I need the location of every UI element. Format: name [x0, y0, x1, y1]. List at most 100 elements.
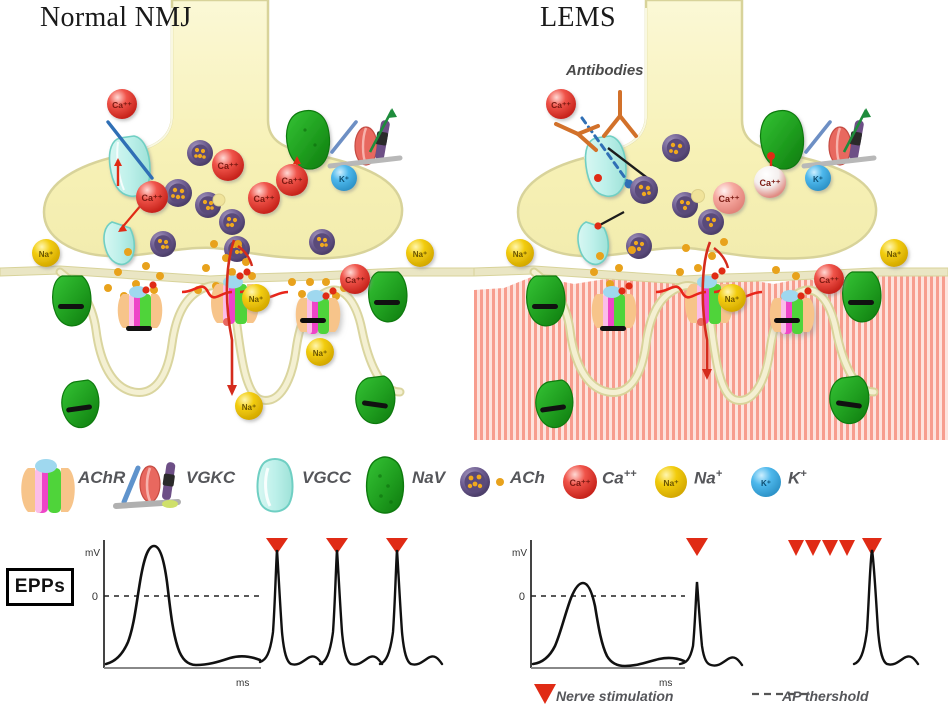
- achr-receptor-normal-1: [117, 281, 163, 331]
- legend-label-calcium-text: Ca: [602, 468, 624, 488]
- stimulus-markers-normal-train: [266, 538, 408, 554]
- achr-receptor-lems-2: [655, 241, 763, 380]
- epp-waveform-normal-3: [378, 549, 444, 666]
- legend-label-nerve-stimulation: Nerve stimulation: [556, 688, 674, 704]
- potassium-ion-normal: K⁺: [331, 165, 357, 191]
- svg-text:Na⁺: Na⁺: [887, 250, 901, 259]
- sodium-ion-lems-2: Na⁺: [880, 239, 908, 267]
- achr-receptor-lems-1: [591, 282, 637, 331]
- x-axis-label-normal-single: ms: [236, 678, 249, 689]
- nav-channel-muscle-lems-3: [842, 271, 882, 323]
- panel-title-normal: Normal NMJ: [40, 2, 192, 33]
- y-axis-label-lems-single: mV: [512, 548, 527, 559]
- epp-traces-section: EPPs mV 0 ms mV 0 ms: [0, 520, 948, 713]
- panel-normal-nmj: Normal NMJ Ca⁺⁺: [0, 0, 475, 440]
- epp-waveform-normal-2: [318, 549, 384, 666]
- svg-text:Ca⁺⁺: Ca⁺⁺: [569, 478, 590, 488]
- svg-text:Na⁺: Na⁺: [242, 403, 256, 412]
- ach-molecules-cleft-normal: [104, 240, 348, 306]
- x-axis-label-lems-single: ms: [659, 678, 672, 689]
- svg-text:Ca⁺⁺: Ca⁺⁺: [112, 100, 132, 110]
- nav-channel-icon: [365, 456, 405, 514]
- normal-nmj-illustration: Ca⁺⁺ K⁺: [0, 0, 475, 429]
- nav-channel-muscle-normal-1: [52, 275, 92, 327]
- legend-label-potassium-sup: +: [800, 468, 807, 480]
- achr-receptor-lems-3: [769, 287, 815, 334]
- sodium-ion-normal-2: Na⁺: [406, 239, 434, 267]
- sodium-ion-lems-3: Na⁺: [718, 284, 746, 312]
- sodium-ion-normal-5: Na⁺: [235, 392, 263, 420]
- achr-receptor-normal-3: [295, 287, 341, 334]
- calcium-ion-blocked-lems: Ca⁺⁺: [546, 89, 576, 119]
- nav-channel-muscle-lems-4: [829, 375, 870, 425]
- vgkc-channel-icon: [113, 462, 181, 509]
- legend-label-sodium-sup: +: [715, 468, 723, 480]
- sodium-ion-normal-4: Na⁺: [306, 338, 334, 366]
- svg-text:Ca⁺⁺: Ca⁺⁺: [759, 178, 780, 188]
- calcium-ion-icon: Ca⁺⁺: [563, 465, 597, 499]
- nav-channel-muscle-lems-1: [526, 275, 566, 327]
- svg-text:Na⁺: Na⁺: [249, 295, 263, 304]
- svg-text:Na⁺: Na⁺: [663, 478, 679, 488]
- calcium-ions-cytosol-normal: Ca⁺⁺ Ca⁺⁺ Ca⁺⁺ Ca⁺⁺: [136, 149, 308, 214]
- calcium-ion-entering-1: Ca⁺⁺: [107, 89, 137, 119]
- stimulus-markers-lems-burst: [788, 538, 882, 556]
- vgcc-channel-icon: [256, 458, 294, 513]
- antibodies-annotation: Antibodies: [566, 62, 644, 79]
- calcium-ion-cleft-lems: Ca⁺⁺: [814, 264, 844, 294]
- svg-text:Ca⁺⁺: Ca⁺⁺: [141, 193, 162, 203]
- ach-molecules-cleft-lems: [590, 238, 800, 288]
- sodium-ion-normal-1: Na⁺: [32, 239, 60, 267]
- svg-text:Ca⁺⁺: Ca⁺⁺: [819, 275, 839, 285]
- nav-channel-muscle-normal-4: [355, 375, 396, 425]
- svg-text:Ca⁺⁺: Ca⁺⁺: [551, 100, 571, 110]
- ach-vesicle-icon: [460, 467, 504, 497]
- nav-channel-muscle-normal-3: [368, 271, 408, 323]
- legend-label-vgcc: VGCC: [302, 468, 352, 487]
- y-axis-label-normal-single: mV: [85, 548, 100, 559]
- chart-normal-single-epp: mV 0 ms: [85, 540, 262, 689]
- antibody-icon-1: [602, 90, 638, 138]
- legend-label-calcium: Ca++: [602, 468, 637, 489]
- calcium-ion-cleft-normal: Ca⁺⁺: [340, 264, 370, 294]
- stimulus-marker-lems-single: [686, 538, 708, 556]
- svg-text:K⁺: K⁺: [813, 175, 823, 184]
- vgkc-channel-lems: K⁺: [801, 108, 877, 191]
- svg-text:Na⁺: Na⁺: [313, 349, 327, 358]
- svg-text:Na⁺: Na⁺: [39, 250, 53, 259]
- epp-waveform-normal-single: [104, 544, 262, 667]
- legend-label-sodium: Na+: [694, 468, 722, 489]
- epp-waveform-lems-1: [678, 581, 744, 667]
- legend-label-ach: ACh: [510, 468, 545, 487]
- panel-title-lems: LEMS: [540, 2, 616, 33]
- legend-label-sodium-text: Na: [694, 468, 716, 488]
- calcium-ions-cytosol-lems: Ca⁺⁺ Ca⁺⁺: [713, 166, 786, 214]
- legend-label-potassium-text: K: [788, 468, 801, 488]
- epps-label-box: EPPs: [6, 568, 74, 606]
- sodium-ion-icon: Na⁺: [655, 466, 687, 498]
- sodium-ion-lems-1: Na⁺: [506, 239, 534, 267]
- nav-channel-muscle-normal-2: [61, 379, 100, 429]
- chart-lems-single-epp: mV 0 ms: [512, 540, 686, 689]
- legend-label-vgkc: VGKC: [186, 468, 236, 487]
- vgcc-channel-normal-1: [106, 120, 154, 197]
- svg-text:K⁺: K⁺: [761, 479, 771, 488]
- legend-label-ap-threshold: AP thershold: [782, 688, 869, 704]
- chart-normal-train-epp: [258, 538, 444, 666]
- svg-text:Ca⁺⁺: Ca⁺⁺: [253, 194, 274, 204]
- svg-text:Na⁺: Na⁺: [725, 295, 739, 304]
- svg-text:Na⁺: Na⁺: [413, 250, 427, 259]
- sodium-ion-normal-3: Na⁺: [242, 284, 270, 312]
- epp-waveform-lems-facilitated: [852, 549, 920, 666]
- antibody-icon-2: [554, 122, 600, 152]
- potassium-ion-lems: K⁺: [805, 165, 831, 191]
- svg-text:Ca⁺⁺: Ca⁺⁺: [718, 194, 739, 204]
- potassium-ion-icon: K⁺: [751, 467, 781, 497]
- svg-text:Ca⁺⁺: Ca⁺⁺: [217, 161, 238, 171]
- svg-text:Ca⁺⁺: Ca⁺⁺: [281, 176, 302, 186]
- vgkc-channel-normal: K⁺: [327, 108, 403, 191]
- panel-lems: LEMS Antibodies: [473, 0, 948, 440]
- svg-text:K⁺: K⁺: [339, 175, 349, 184]
- chart-lems-train-epp: [678, 538, 920, 667]
- zero-label-lems-single: 0: [519, 591, 525, 603]
